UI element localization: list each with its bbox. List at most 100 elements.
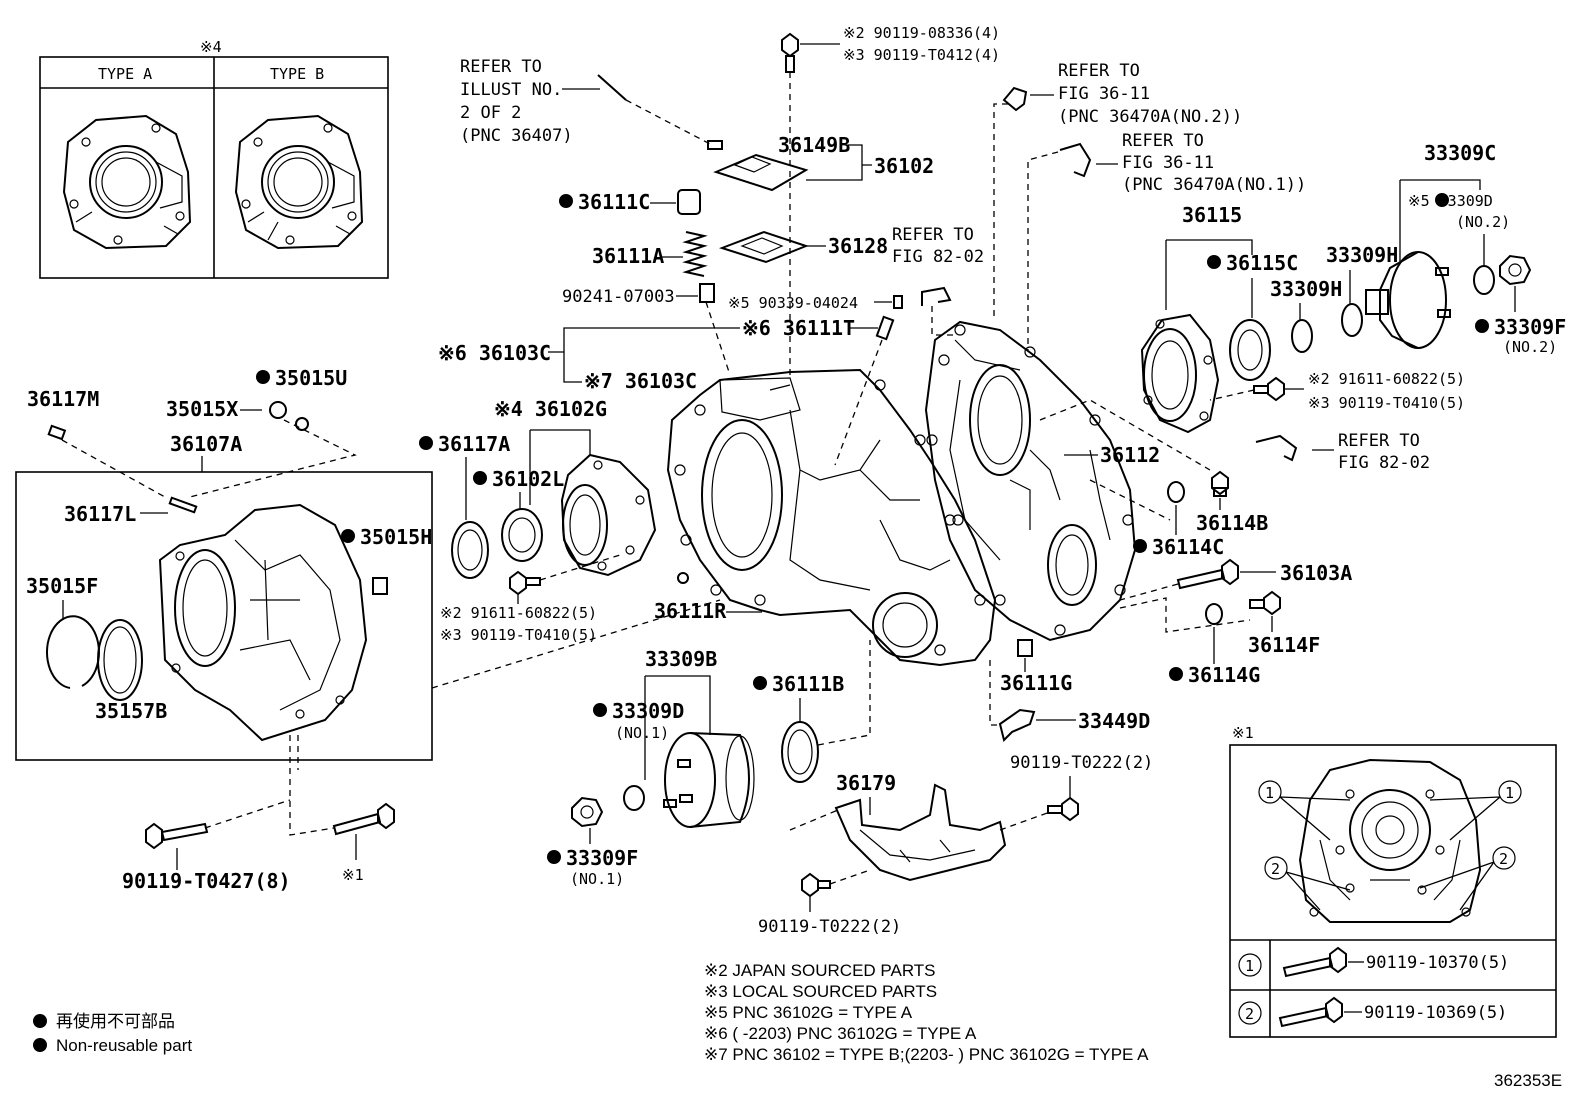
type-b-housing-drawing — [234, 114, 364, 250]
non-reusable-marker-36114C — [1133, 539, 1147, 553]
label-90119-T0427: 90119-T0427(8) — [122, 869, 291, 893]
bolt-right-note-1: ※2 91611-60822(5) — [1308, 370, 1465, 388]
pin-36149B — [707, 140, 723, 150]
spring-36111A — [682, 231, 708, 277]
label-33309C: 33309C — [1424, 141, 1496, 165]
ref5-line2: FIG 82-02 — [1338, 453, 1430, 473]
clip-ref3 — [1059, 142, 1092, 178]
label-36149B: 36149B — [778, 133, 850, 157]
bolt-mid-note-2: ※3 90119-T0410(5) — [440, 626, 597, 644]
seal-36102L — [501, 508, 543, 562]
label-36107A: 36107A — [170, 432, 242, 456]
label-36112: 36112 — [1100, 443, 1160, 467]
plug-36114F — [1249, 590, 1281, 616]
callout-2-right-num: 2 — [1499, 850, 1508, 868]
label-36128: 36128 — [828, 234, 888, 258]
type-a-label: TYPE A — [98, 65, 152, 83]
pin-36117M — [47, 424, 67, 441]
ref3-line1: REFER TO — [1122, 131, 1204, 151]
retainer-36115 — [1140, 313, 1220, 434]
seal-33309H-b — [1291, 319, 1313, 353]
label-35015X: 35015X — [166, 397, 238, 421]
label-36179: 36179 — [836, 771, 896, 795]
ref2-line1: REFER TO — [1058, 61, 1140, 81]
label-36102L: 36102L — [492, 467, 564, 491]
note-5: ※7 PNC 36102 = TYPE B;(2203- ) PNC 36102… — [704, 1045, 1149, 1064]
breather-36111T — [875, 315, 895, 341]
cover-36102 — [713, 153, 809, 192]
bolt-mark1 — [332, 802, 395, 836]
bearing-36115C — [1229, 319, 1271, 381]
label-33309D-left: 33309D — [612, 699, 684, 723]
nut-33309F-left — [571, 796, 604, 828]
bolt-90119-T0427 — [145, 822, 209, 850]
label-36117A: 36117A — [438, 432, 510, 456]
plate-33449D — [998, 708, 1036, 742]
washer-33309D-right — [1473, 265, 1495, 295]
rear-case-36112 — [924, 320, 1137, 642]
label-36111T: ※6 36111T — [742, 316, 855, 340]
label-36117M: 36117M — [27, 387, 99, 411]
label-33309D-right-mark: ※5 33309D — [1408, 192, 1493, 210]
label-36114C: 36114C — [1152, 535, 1224, 559]
inset-bolt-1-label: 90119-10370(5) — [1366, 953, 1509, 973]
note-2: ※3 LOCAL SOURCED PARTS — [704, 982, 937, 1001]
label-36114B: 36114B — [1196, 511, 1268, 535]
label-35015F: 35015F — [26, 574, 98, 598]
assembly-36107A-frame — [15, 471, 433, 761]
bolt-top-note-1: ※2 90119-08336(4) — [843, 24, 1000, 42]
non-reusable-marker-36102L — [473, 471, 487, 485]
ball-90241 — [699, 283, 715, 303]
label-36103A: 36103A — [1280, 561, 1352, 585]
inset-bolt-1 — [1282, 946, 1347, 978]
label-33309H-a: 33309H — [1326, 243, 1398, 267]
non-reusable-marker-36114G — [1169, 667, 1183, 681]
label-90119-T0222-a: 90119-T0222(2) — [1010, 753, 1153, 773]
ref2-line2: FIG 36-11 — [1058, 84, 1150, 104]
legend-jp: 再使用不可部品 — [56, 1011, 175, 1031]
type-selection-box: ※4 TYPE A TYPE B — [39, 38, 389, 279]
label-90339: ※5 90339-04024 — [728, 294, 858, 312]
label-mark1-bolt: ※1 — [342, 866, 364, 884]
plug-36114B — [1211, 470, 1229, 497]
clip-ref2 — [1002, 86, 1028, 112]
callout-2-left — [1264, 856, 1288, 880]
type-a-housing-drawing — [62, 114, 192, 250]
label-33309H-b: 33309H — [1270, 277, 1342, 301]
ref1-line2: ILLUST NO. — [460, 80, 562, 100]
ref5-line1: REFER TO — [1338, 431, 1420, 451]
nut-33309F-right — [1499, 254, 1532, 286]
ref4-line2: FIG 82-02 — [892, 247, 984, 267]
bolt-90119-T0222-bottom — [801, 872, 831, 898]
label-33309F-left: 33309F — [566, 846, 638, 870]
label-33309F-right: 33309F — [1494, 315, 1566, 339]
bracket-36179 — [834, 783, 1007, 882]
gasket-36128 — [718, 230, 809, 264]
washer-33309D-left — [623, 785, 645, 811]
bolt-91611-60822-right — [1253, 376, 1285, 402]
callout-1-right-num: 1 — [1505, 784, 1514, 802]
bolt-top-note-2: ※3 90119-T0412(4) — [843, 46, 1000, 64]
inset-row-1-num: 1 — [1245, 957, 1254, 975]
gasket-35015U — [295, 417, 309, 431]
seal-33309H-a — [1341, 303, 1363, 337]
label-36114F: 36114F — [1248, 633, 1320, 657]
note-1: ※2 JAPAN SOURCED PARTS — [704, 961, 936, 980]
ref1-line1: REFER TO — [460, 57, 542, 77]
label-36103C-7: ※7 36103C — [584, 369, 697, 393]
seal-36117A — [451, 521, 489, 579]
ref3-line2: FIG 36-11 — [1122, 153, 1214, 173]
type-box-mark: ※4 — [200, 38, 222, 56]
label-no1-b: (NO.1) — [570, 870, 624, 888]
label-36102G: ※4 36102G — [494, 397, 607, 421]
non-reusable-marker-33309D-left — [593, 703, 607, 717]
non-reusable-marker-33309D-right — [1435, 193, 1449, 207]
bolt-mid-note-1: ※2 91611-60822(5) — [440, 604, 597, 622]
inset-frame — [1229, 744, 1557, 1038]
seal-36111B — [781, 721, 819, 783]
ring-35157B — [97, 619, 143, 701]
inset-bolt-2 — [1278, 996, 1343, 1028]
non-reusable-marker-35015U — [256, 370, 270, 384]
transfer-case-front-36103 — [666, 368, 997, 667]
